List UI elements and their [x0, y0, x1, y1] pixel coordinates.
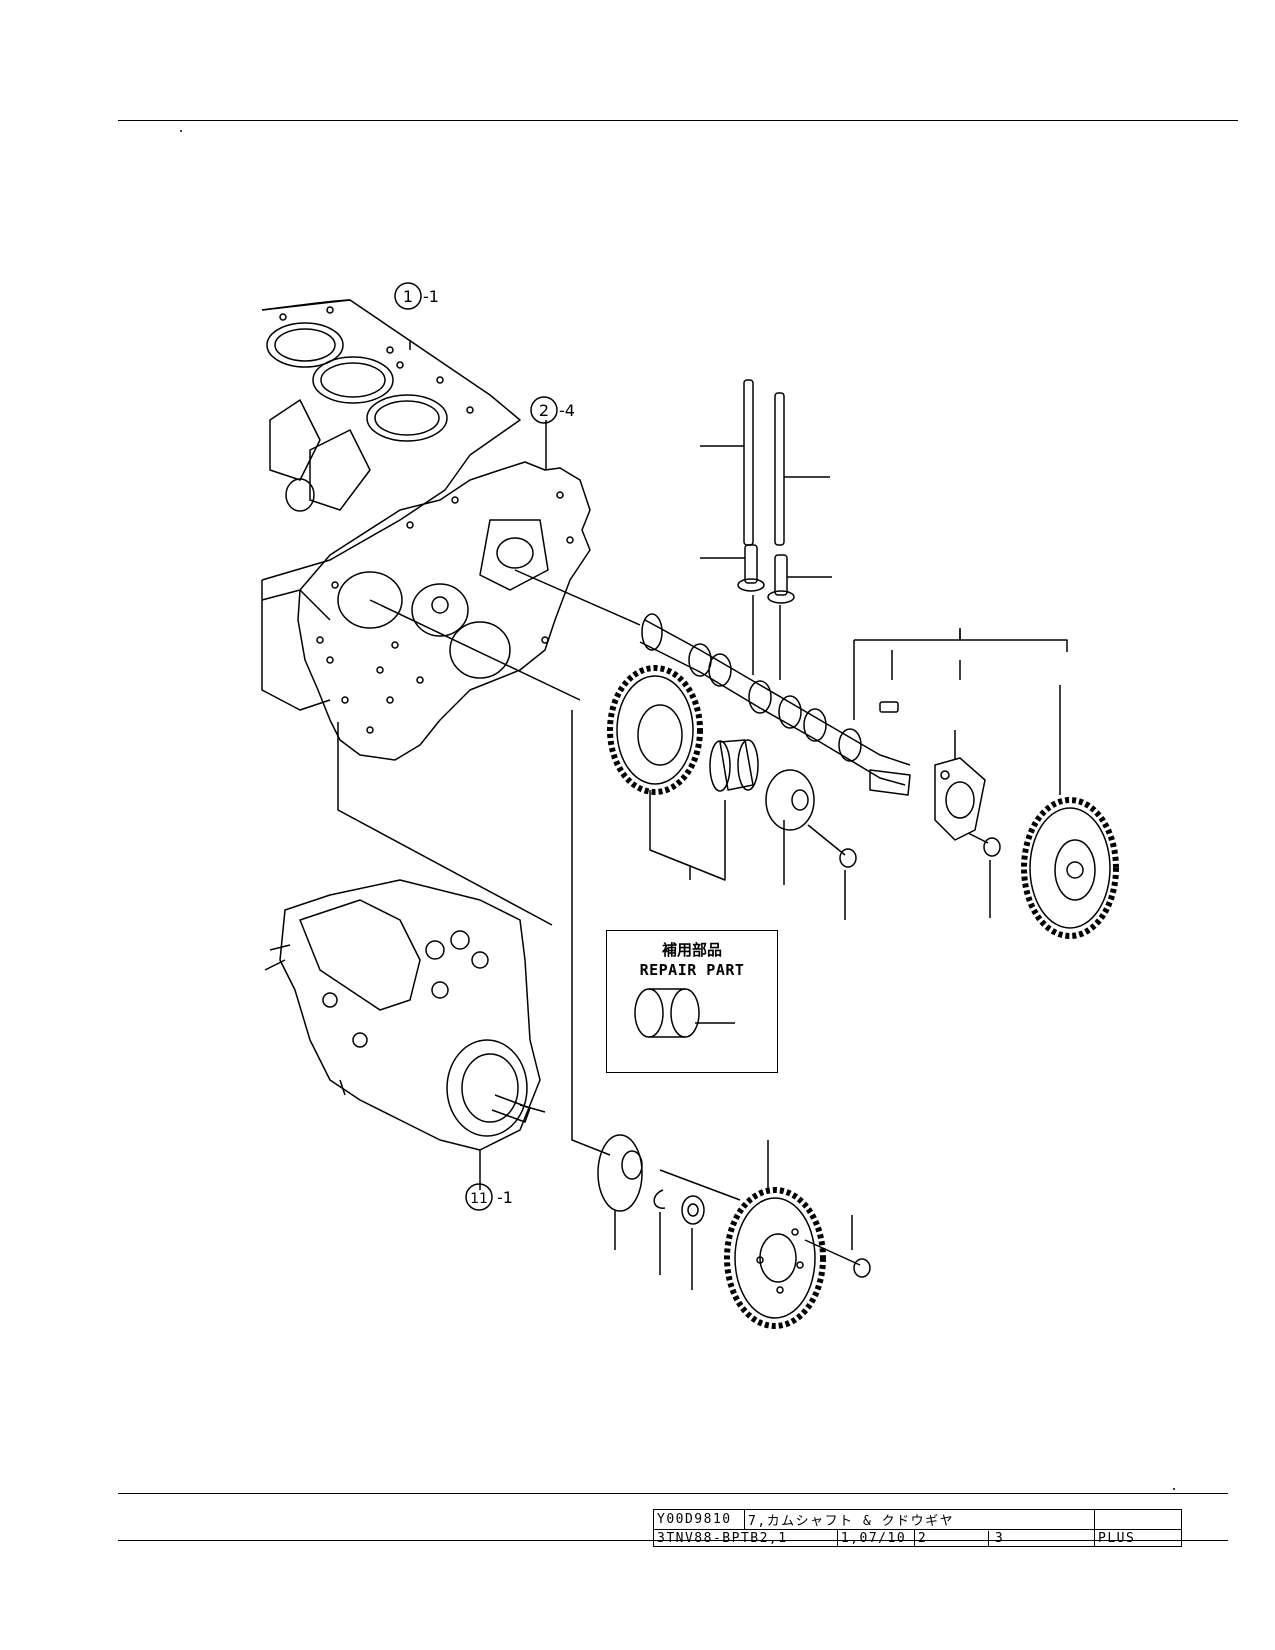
cylinder-block [261, 299, 521, 711]
callout-11-suffix: -1 [497, 1188, 513, 1207]
title-section: 7,カムシャフト & クドウギヤ [744, 1509, 1095, 1530]
push-rods [700, 379, 830, 546]
cam-gear-bolt [967, 832, 1001, 918]
title-code: Y00D9810 [653, 1509, 745, 1530]
header-dot [180, 130, 182, 132]
idler-gear [607, 665, 815, 885]
thrust-plate [934, 730, 986, 841]
pump-gear-bolt [804, 1215, 871, 1278]
repair-part-title-jp: 補用部品 [661, 941, 722, 959]
footer-rule-bottom [118, 1540, 1228, 1541]
pump-nut [681, 1195, 705, 1290]
title-blank [1094, 1509, 1182, 1530]
callout-circle-11 [465, 1183, 493, 1211]
callout-1-suffix: -1 [423, 287, 439, 306]
repair-part-box: 補用部品 REPAIR PART [606, 930, 778, 1073]
repair-bushing-drawing [634, 988, 735, 1038]
callout-circle-2 [530, 396, 558, 424]
title-block: Y00D9810 7,カムシャフト & クドウギヤ 3TNV88-BPTB2,1… [653, 1509, 1182, 1547]
circlip [653, 1189, 666, 1275]
header-rule [118, 120, 1238, 121]
title-col-b-value: 3 [994, 1530, 1005, 1546]
footer-rule-top [118, 1493, 1228, 1494]
fuel-injection-pump [264, 879, 546, 1190]
title-revision: 1,07/10 [836, 1529, 915, 1547]
pump-drive-gear [659, 1140, 826, 1329]
callout-2-suffix: -4 [559, 401, 575, 420]
footer-dot [1173, 1488, 1175, 1490]
tappets [700, 544, 832, 680]
camshaft-gear [1021, 685, 1119, 939]
gear-case-plate [297, 461, 591, 761]
repair-part-title-en: REPAIR PART [639, 961, 745, 979]
title-model: 3TNV88-BPTB2,1 [653, 1529, 838, 1547]
pump-drive-hub [597, 1134, 643, 1250]
idler-bolt [807, 824, 857, 920]
title-col-a-value: 2 [915, 1530, 989, 1546]
callout-11-number: 11 [470, 1191, 488, 1207]
title-plus: PLUS [1094, 1529, 1182, 1547]
callout-circle-1 [394, 282, 422, 310]
callout-1-number: 1 [403, 287, 413, 306]
woodruff-key [879, 701, 899, 713]
callout-2-number: 2 [539, 401, 549, 420]
camshaft [639, 613, 911, 796]
